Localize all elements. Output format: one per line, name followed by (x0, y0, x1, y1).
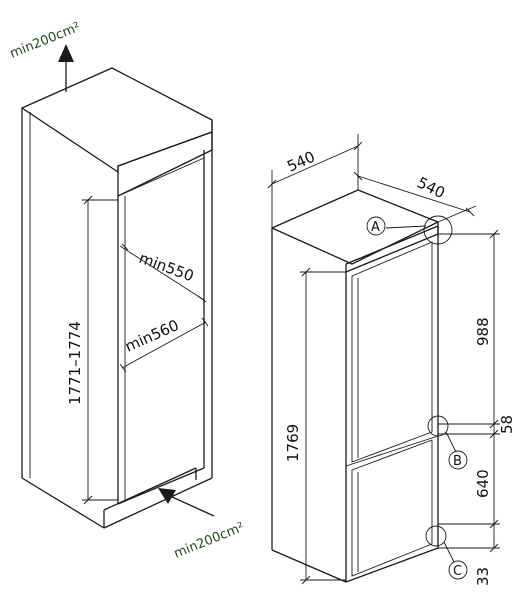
detail-marker-c: C (425, 525, 468, 580)
bottom-33-label: 33 (474, 567, 492, 586)
cabinet-depth-label: min560 (122, 316, 181, 356)
fridge-hinge-dimension-chain: 988 58 640 33 (438, 229, 516, 586)
detail-c-label: C (453, 564, 462, 579)
top-clearance-arrow: min200cm² (8, 20, 83, 92)
bottom-vent-label: min200cm² (172, 520, 247, 562)
fridge-width-dimension: 540 (267, 134, 363, 228)
fridge-depth-label: 540 (414, 173, 448, 202)
cabinet-width-dimension: min550 (119, 243, 207, 303)
top-clearance-label: min200cm² (8, 20, 83, 62)
cabinet-width-label: min550 (137, 249, 197, 285)
bottom-vent-arrow: min200cm² (158, 488, 246, 562)
lower-640-label: 640 (474, 469, 492, 498)
fridge-body (271, 189, 439, 583)
fridge-width-label: 540 (284, 148, 317, 176)
cabinet-height-dimension: 1771–1774 (66, 195, 118, 505)
detail-marker-b: B (427, 415, 468, 470)
fridge-height-label: 1769 (284, 424, 302, 462)
gap-58-label: 58 (498, 415, 516, 434)
cabinet-height-label: 1771–1774 (66, 321, 84, 405)
hinge-988-label: 988 (474, 317, 492, 346)
detail-marker-a: A (366, 215, 453, 245)
cabinet-niche (21, 67, 213, 529)
detail-a-label: A (371, 220, 380, 235)
fridge-depth-dimension: 540 (353, 171, 477, 223)
detail-b-label: B (453, 454, 462, 469)
cabinet-depth-dimension: min560 (119, 316, 209, 373)
fridge-height-dimension: 1769 (284, 267, 346, 585)
